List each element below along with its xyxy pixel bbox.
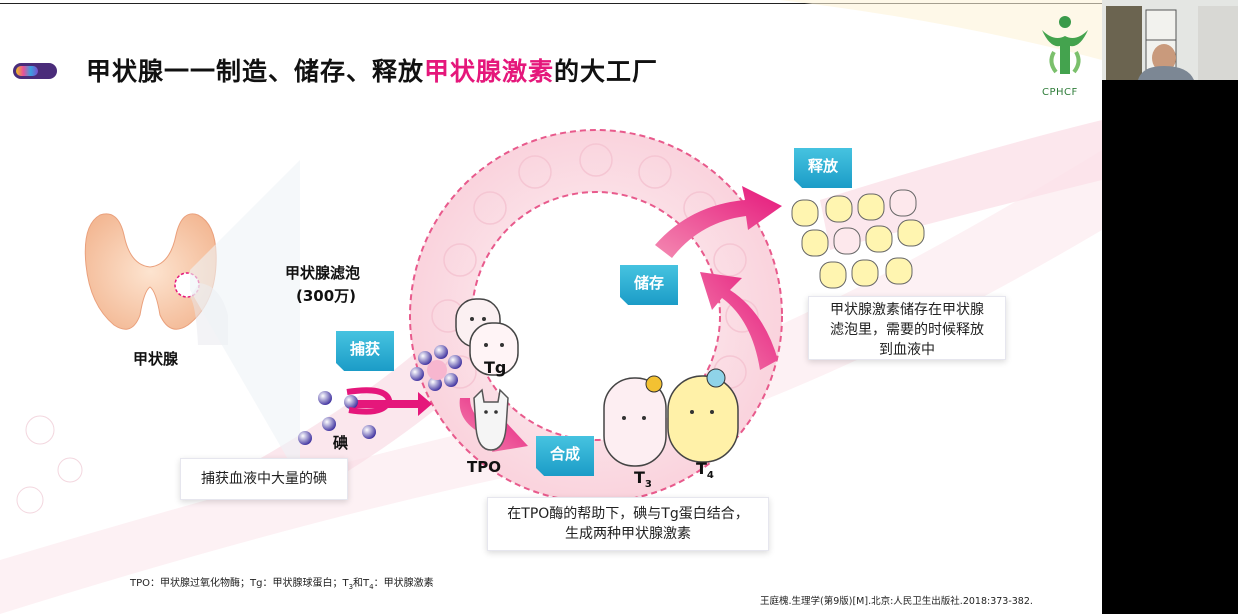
title-highlight: 甲状腺激素	[424, 57, 555, 86]
tag-release: 释放	[794, 148, 852, 188]
page-title: 甲状腺一一制造、储存、释放甲状腺激素的大工厂	[86, 57, 659, 86]
gland-label: 甲状腺	[133, 350, 179, 368]
logo-text: CPHCF	[1042, 87, 1078, 98]
capture-caption: 捕获血液中大量的碘	[180, 458, 348, 500]
iodine-label: 碘	[333, 434, 349, 452]
t4-label: T4	[696, 459, 714, 482]
release-caption-line3: 到血液中	[879, 342, 935, 358]
t3-label: T3	[634, 468, 652, 491]
zoom-projection	[190, 160, 300, 480]
tg-label: Tg	[484, 358, 507, 377]
released-hormones-icon	[791, 189, 925, 289]
synthesis-caption-line2: 生成两种甲状腺激素	[565, 526, 691, 542]
tg-character-icon	[455, 298, 519, 376]
title-bullet	[13, 63, 57, 79]
top-divider	[0, 3, 1102, 4]
presentation-slide: 甲状腺一一制造、储存、释放甲状腺激素的大工厂 CPHCF 甲状腺 甲状腺滤泡 (…	[0, 0, 1102, 614]
synthesis-caption: 在TPO酶的帮助下，碘与Tg蛋白结合， 生成两种甲状腺激素	[487, 497, 769, 551]
release-caption-line2: 滤泡里，需要的时候释放	[830, 322, 984, 338]
follicle-count: (300万)	[296, 287, 357, 305]
release-caption-line1: 甲状腺激素储存在甲状腺	[830, 302, 984, 318]
tpo-label: TPO	[467, 458, 501, 476]
synthesis-caption-line1: 在TPO酶的帮助下，碘与Tg蛋白结合，	[507, 506, 749, 522]
footnote: TPO：甲状腺过氧化物酶；Tg：甲状腺球蛋白；T3和T4：甲状腺激素	[130, 578, 434, 591]
presenter-video-icon	[1102, 0, 1238, 80]
t3-t4-characters-icon	[603, 368, 739, 467]
iodine-molecules	[298, 345, 462, 445]
tag-capture: 捕获	[336, 331, 394, 371]
tag-synthesis: 合成	[536, 436, 594, 476]
flow-arrows	[355, 186, 782, 452]
tag-storage: 储存	[620, 265, 678, 305]
reference-citation: 王庭槐.生理学(第9版)[M].北京:人民卫生出版社.2018:373-382.	[760, 596, 1033, 607]
cphcf-logo-icon	[1042, 16, 1088, 74]
tpo-character-icon	[473, 388, 509, 451]
follicle-label: 甲状腺滤泡	[285, 264, 361, 282]
webcam-thumbnail	[1102, 0, 1238, 80]
release-caption: 甲状腺激素储存在甲状腺 滤泡里，需要的时候释放 到血液中	[808, 296, 1006, 360]
